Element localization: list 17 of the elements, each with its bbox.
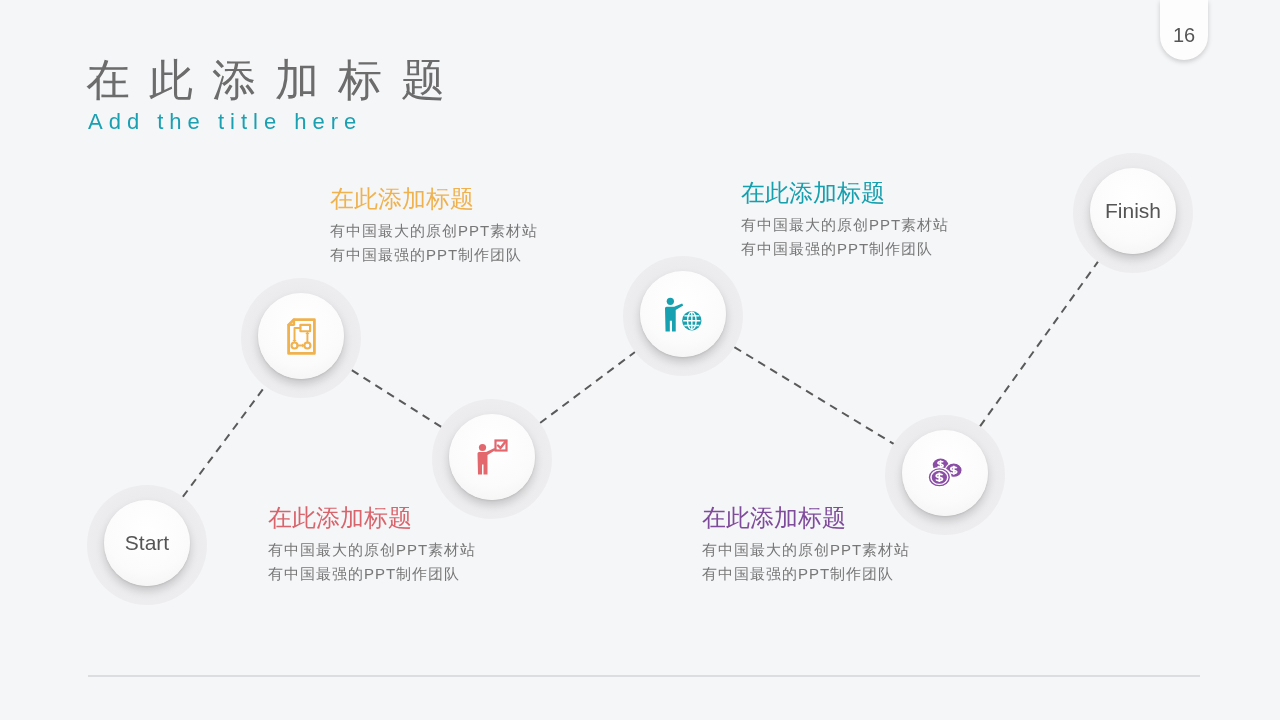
node-label: Finish <box>1105 198 1161 224</box>
page-number: 16 <box>1160 0 1208 60</box>
slide-title: 在此添加标题 <box>86 54 464 106</box>
dashed-connector <box>350 369 443 428</box>
step-description: 有中国最大的原创PPT素材站有中国最强的PPT制作团队 <box>702 540 912 584</box>
dashed-connector <box>979 260 1099 428</box>
step-heading: 在此添加标题 <box>741 178 886 208</box>
node-label: Start <box>124 530 170 556</box>
step-description: 有中国最大的原创PPT素材站有中国最强的PPT制作团队 <box>330 221 540 265</box>
dashed-connector <box>733 346 895 445</box>
slide-subtitle: Add the title here <box>88 108 363 136</box>
step-heading: 在此添加标题 <box>702 503 847 533</box>
dashed-connector <box>539 351 636 424</box>
step-heading: 在此添加标题 <box>268 503 413 533</box>
step-description: 有中国最大的原创PPT素材站有中国最强的PPT制作团队 <box>268 540 478 584</box>
step-heading: 在此添加标题 <box>330 184 475 214</box>
step-description: 有中国最大的原创PPT素材站有中国最强的PPT制作团队 <box>741 215 951 259</box>
